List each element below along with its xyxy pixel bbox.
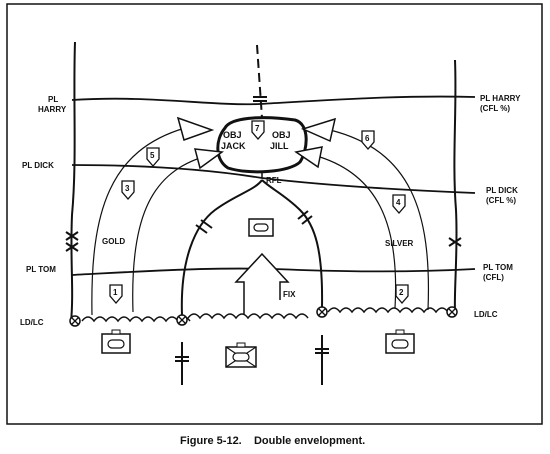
silver-label: SILVER — [385, 239, 414, 248]
contact-point-right — [446, 306, 458, 318]
boundary-x-mark — [65, 242, 79, 252]
phase-line-harry — [71, 95, 476, 106]
checkpoint-5-marker: 5 — [146, 147, 160, 167]
ld-lc-right-label: LD/LC — [474, 310, 498, 319]
checkpoint-2-marker: 2 — [395, 284, 409, 304]
pl-harry-left-label-2: HARRY — [38, 105, 67, 114]
gold-arrow-inner — [132, 157, 201, 313]
checkpoint-6-label: 6 — [365, 134, 370, 143]
mechanized-unit-center — [225, 342, 257, 368]
rfl-label: RFL — [266, 176, 282, 185]
pl-dick-right-label-1: PL DICK — [486, 186, 518, 195]
boundary-x-mark — [65, 231, 79, 241]
objective-jack-label-2: JACK — [221, 141, 246, 151]
silver-arrow-outer — [329, 129, 430, 311]
ld-lc-scallops-left — [81, 316, 191, 323]
boundary-tick — [301, 215, 313, 225]
left-boundary-line — [70, 41, 76, 323]
pl-harry-right-label-2: (CFL %) — [480, 104, 510, 113]
pl-harry-right-label-1: PL HARRY — [480, 94, 521, 103]
fix-label: FIX — [283, 290, 296, 299]
ld-lc-scallops-right — [327, 307, 449, 314]
boundary-x-mark — [448, 237, 462, 247]
silver-arrow-inner — [319, 156, 397, 309]
objective-jack-label-1: OBJ — [223, 130, 242, 140]
boundary-tick — [195, 224, 208, 234]
figure-caption: Figure 5-12. Double envelopment. — [180, 435, 365, 447]
right-boundary-line — [453, 59, 458, 313]
objective-jill-label-2: JILL — [270, 141, 289, 151]
phase-line-dick — [71, 164, 476, 194]
boundary-tick — [200, 219, 213, 229]
checkpoint-4-label: 4 — [396, 198, 401, 207]
objective-outline — [216, 116, 308, 174]
checkpoint-1-marker: 1 — [109, 284, 123, 304]
checkpoint-5-label: 5 — [150, 151, 155, 160]
armor-unit-center — [248, 218, 274, 237]
checkpoint-3-label: 3 — [125, 184, 130, 193]
pl-tom-left-label: PL TOM — [26, 265, 56, 274]
contact-point-center-right — [316, 306, 328, 318]
armor-unit-right — [385, 329, 415, 354]
checkpoint-4-marker: 4 — [392, 194, 406, 214]
checkpoint-1-label: 1 — [113, 288, 118, 297]
diagram-frame — [6, 3, 543, 425]
pl-tom-right-label-2: (CFL) — [483, 273, 504, 282]
silver-arrowhead-outer — [300, 117, 337, 143]
gold-label: GOLD — [102, 237, 125, 246]
checkpoint-7-label: 7 — [255, 124, 260, 133]
pl-dick-left-label: PL DICK — [22, 161, 54, 170]
contact-point-left — [69, 315, 81, 327]
center-left-boundary-arc — [180, 179, 263, 316]
gold-arrowhead-outer — [176, 116, 215, 141]
gold-arrowhead-inner — [193, 148, 225, 170]
contact-point-center-left — [176, 314, 188, 326]
checkpoint-3-marker: 3 — [121, 180, 135, 200]
armor-unit-left — [101, 329, 131, 354]
gold-arrow-outer — [91, 127, 186, 316]
objective-jill-label-1: OBJ — [272, 130, 291, 140]
checkpoint-7-marker: 7 — [251, 120, 265, 140]
pl-tom-right-label-1: PL TOM — [483, 263, 513, 272]
checkpoint-6-marker: 6 — [361, 130, 375, 150]
ld-lc-left-label: LD/LC — [20, 318, 44, 327]
pl-dick-right-label-2: (CFL %) — [486, 196, 516, 205]
silver-arrowhead-inner — [294, 146, 323, 169]
boundary-tick — [297, 210, 309, 220]
center-dashed-boundary — [256, 44, 263, 119]
pl-harry-left-label-1: PL — [48, 95, 58, 104]
checkpoint-2-label: 2 — [399, 288, 404, 297]
fix-arrow — [234, 252, 290, 314]
ld-lc-scallops-center — [187, 313, 309, 320]
center-right-boundary-arc — [261, 179, 324, 308]
phase-line-tom — [71, 267, 476, 276]
